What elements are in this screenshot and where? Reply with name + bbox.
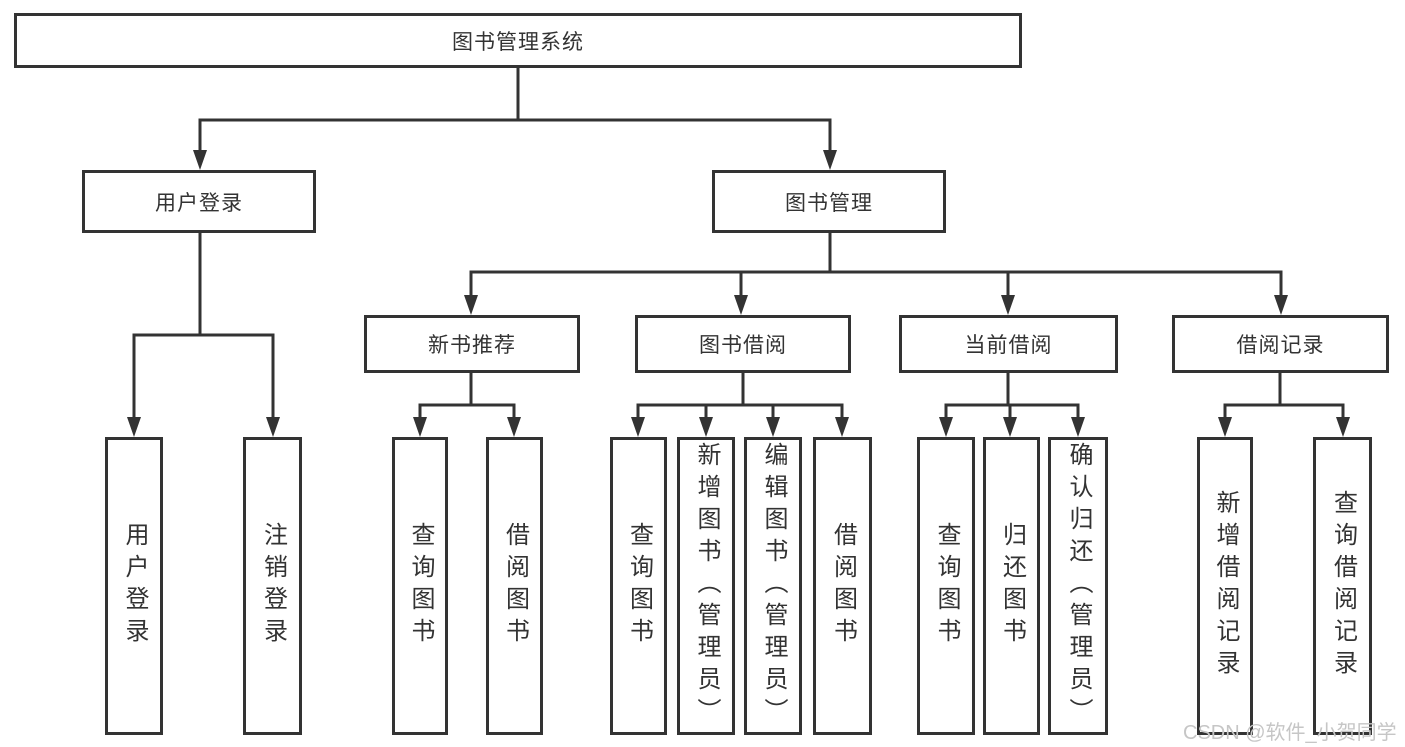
node-current-borrowing: 当前借阅 xyxy=(899,315,1118,373)
leaf-query-books-recommend: 查询图书 xyxy=(392,437,448,735)
node-borrowing-records: 借阅记录 xyxy=(1172,315,1389,373)
leaf-borrow-books-borrowing-label: 借阅图书 xyxy=(829,522,857,650)
node-user-login-label: 用户登录 xyxy=(155,191,243,215)
node-book-borrowing: 图书借阅 xyxy=(635,315,851,373)
leaf-edit-books-admin: 编辑图书（管理员） xyxy=(744,437,802,735)
leaf-confirm-return-admin-label: 确认归还（管理员） xyxy=(1065,442,1092,730)
leaf-logout: 注销登录 xyxy=(243,437,302,735)
node-book-management: 图书管理 xyxy=(712,170,946,233)
leaf-borrow-books-recommend-label: 借阅图书 xyxy=(501,522,529,650)
node-user-login: 用户登录 xyxy=(82,170,316,233)
leaf-return-books: 归还图书 xyxy=(983,437,1040,735)
leaf-edit-books-admin-label: 编辑图书（管理员） xyxy=(760,442,787,730)
node-book-borrowing-label: 图书借阅 xyxy=(699,334,787,357)
leaf-borrow-books-recommend: 借阅图书 xyxy=(486,437,543,735)
leaf-add-borrow-record: 新增借阅记录 xyxy=(1197,437,1253,735)
leaf-query-books-borrowing-label: 查询图书 xyxy=(625,522,653,650)
leaf-borrow-books-borrowing: 借阅图书 xyxy=(813,437,872,735)
node-new-book-recommendation: 新书推荐 xyxy=(364,315,580,373)
leaf-query-borrow-record-label: 查询借阅记录 xyxy=(1329,490,1357,682)
leaf-add-books-admin-label: 新增图书（管理员） xyxy=(693,442,720,730)
node-library-management-system: 图书管理系统 xyxy=(14,13,1022,68)
leaf-user-login: 用户登录 xyxy=(105,437,163,735)
node-borrowing-records-label: 借阅记录 xyxy=(1236,334,1325,357)
leaf-query-books-borrowing: 查询图书 xyxy=(610,437,667,735)
leaf-query-books-recommend-label: 查询图书 xyxy=(407,522,434,650)
node-current-borrowing-label: 当前借阅 xyxy=(964,334,1053,357)
leaf-query-books-current-label: 查询图书 xyxy=(933,522,960,650)
node-new-book-recommendation-label: 新书推荐 xyxy=(428,334,516,357)
csdn-watermark: CSDN @软件_小贺同学 xyxy=(1183,722,1397,744)
leaf-add-borrow-record-label: 新增借阅记录 xyxy=(1212,490,1239,682)
leaf-return-books-label: 归还图书 xyxy=(998,522,1026,650)
leaf-query-books-current: 查询图书 xyxy=(917,437,975,735)
leaf-add-books-admin: 新增图书（管理员） xyxy=(677,437,735,735)
node-book-management-label: 图书管理 xyxy=(785,191,873,215)
node-library-management-system-label: 图书管理系统 xyxy=(452,30,584,54)
leaf-query-borrow-record: 查询借阅记录 xyxy=(1313,437,1372,735)
leaf-confirm-return-admin: 确认归还（管理员） xyxy=(1048,437,1108,735)
leaf-logout-label: 注销登录 xyxy=(259,522,287,650)
leaf-user-login-label: 用户登录 xyxy=(121,522,148,650)
